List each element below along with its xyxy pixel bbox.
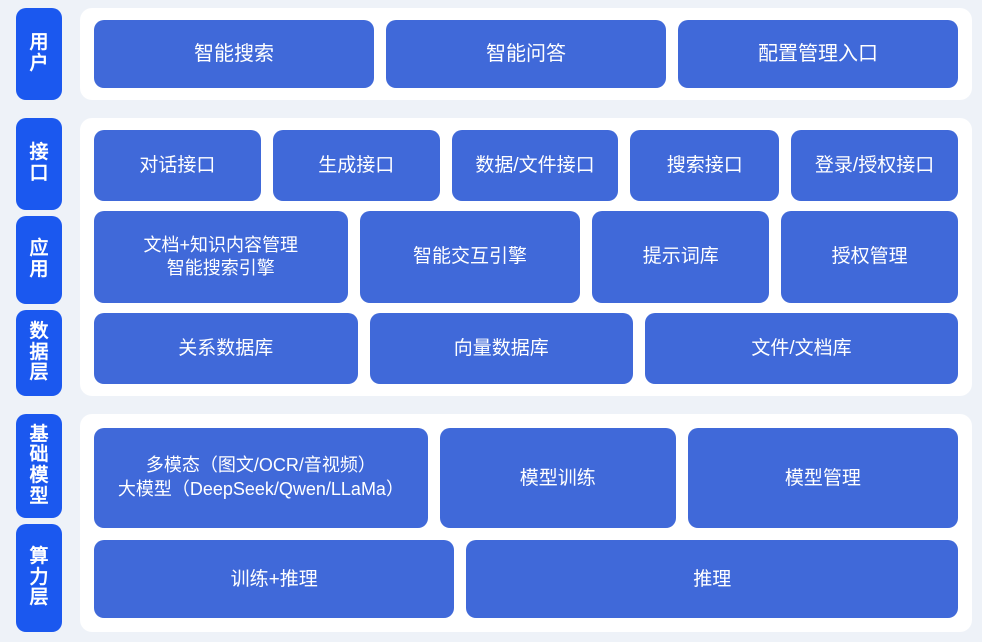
user-row: 智能搜索 智能问答 配置管理入口 [94, 20, 958, 88]
layer-tab-data[interactable]: 数据层 [16, 310, 62, 396]
node-vector-database[interactable]: 向量数据库 [369, 313, 633, 384]
node-relational-database[interactable]: 关系数据库 [94, 313, 358, 384]
layer-tab-application-label: 应用 [29, 238, 49, 280]
tab-column-user: 用户 [10, 8, 72, 100]
application-row: 文档+知识内容管理 智能搜索引擎 智能交互引擎 提示词库 授权管理 [94, 210, 958, 304]
node-login-auth-api[interactable]: 登录/授权接口 [791, 130, 958, 201]
layer-tab-foundation-model-label: 基础模型 [29, 423, 49, 507]
node-config-management-entry[interactable]: 配置管理入口 [678, 20, 958, 88]
node-generation-api[interactable]: 生成接口 [272, 130, 440, 201]
data-row: 关系数据库 向量数据库 文件/文档库 [94, 313, 958, 384]
layer-card-infrastructure: 多模态（图文/OCR/音视频） 大模型（DeepSeek/Qwen/LLaMa）… [80, 414, 972, 632]
node-multimodal-large-model[interactable]: 多模态（图文/OCR/音视频） 大模型（DeepSeek/Qwen/LLaMa） [94, 428, 428, 529]
layer-card-middle: 对话接口 生成接口 数据/文件接口 搜索接口 登录/授权接口 文档+知识内容管理… [80, 118, 972, 396]
layer-tab-compute-label: 算力层 [29, 546, 49, 609]
node-prompt-library[interactable]: 提示词库 [592, 210, 770, 304]
layer-tab-application[interactable]: 应用 [16, 216, 62, 304]
layer-tab-data-label: 数据层 [29, 321, 49, 384]
layer-panel-middle: 接口 应用 数据层 对话接口 生成接口 数据/文件接口 搜索接口 登录/授权接口… [10, 118, 972, 396]
layer-tab-user-label: 用户 [29, 32, 49, 74]
layer-tab-interface-label: 接口 [29, 142, 49, 184]
layer-panel-infrastructure: 基础模型 算力层 多模态（图文/OCR/音视频） 大模型（DeepSeek/Qw… [10, 414, 972, 632]
tab-column-middle: 接口 应用 数据层 [10, 118, 72, 396]
node-dialog-api[interactable]: 对话接口 [94, 130, 261, 201]
node-smart-qa[interactable]: 智能问答 [386, 20, 666, 88]
node-file-document-store[interactable]: 文件/文档库 [645, 313, 958, 384]
node-document-knowledge-management[interactable]: 文档+知识内容管理 智能搜索引擎 [94, 210, 348, 304]
node-data-file-api[interactable]: 数据/文件接口 [451, 130, 619, 201]
layer-tab-compute[interactable]: 算力层 [16, 524, 62, 632]
node-inference[interactable]: 推理 [466, 540, 958, 619]
layer-card-user: 智能搜索 智能问答 配置管理入口 [80, 8, 972, 100]
node-model-training[interactable]: 模型训练 [439, 428, 676, 529]
layer-tab-user[interactable]: 用户 [16, 8, 62, 100]
model-row: 多模态（图文/OCR/音视频） 大模型（DeepSeek/Qwen/LLaMa）… [94, 428, 958, 529]
layer-tab-interface[interactable]: 接口 [16, 118, 62, 210]
layer-panel-user: 用户 智能搜索 智能问答 配置管理入口 [10, 8, 972, 100]
interface-row: 对话接口 生成接口 数据/文件接口 搜索接口 登录/授权接口 [94, 130, 958, 201]
node-smart-search[interactable]: 智能搜索 [94, 20, 374, 88]
compute-row: 训练+推理 推理 [94, 540, 958, 619]
node-smart-interaction-engine[interactable]: 智能交互引擎 [359, 210, 581, 304]
node-authorization-management[interactable]: 授权管理 [781, 210, 958, 304]
node-training-and-inference[interactable]: 训练+推理 [94, 540, 455, 619]
node-search-api[interactable]: 搜索接口 [630, 130, 780, 201]
node-model-management[interactable]: 模型管理 [687, 428, 958, 529]
tab-column-infrastructure: 基础模型 算力层 [10, 414, 72, 632]
layer-tab-foundation-model[interactable]: 基础模型 [16, 414, 62, 518]
